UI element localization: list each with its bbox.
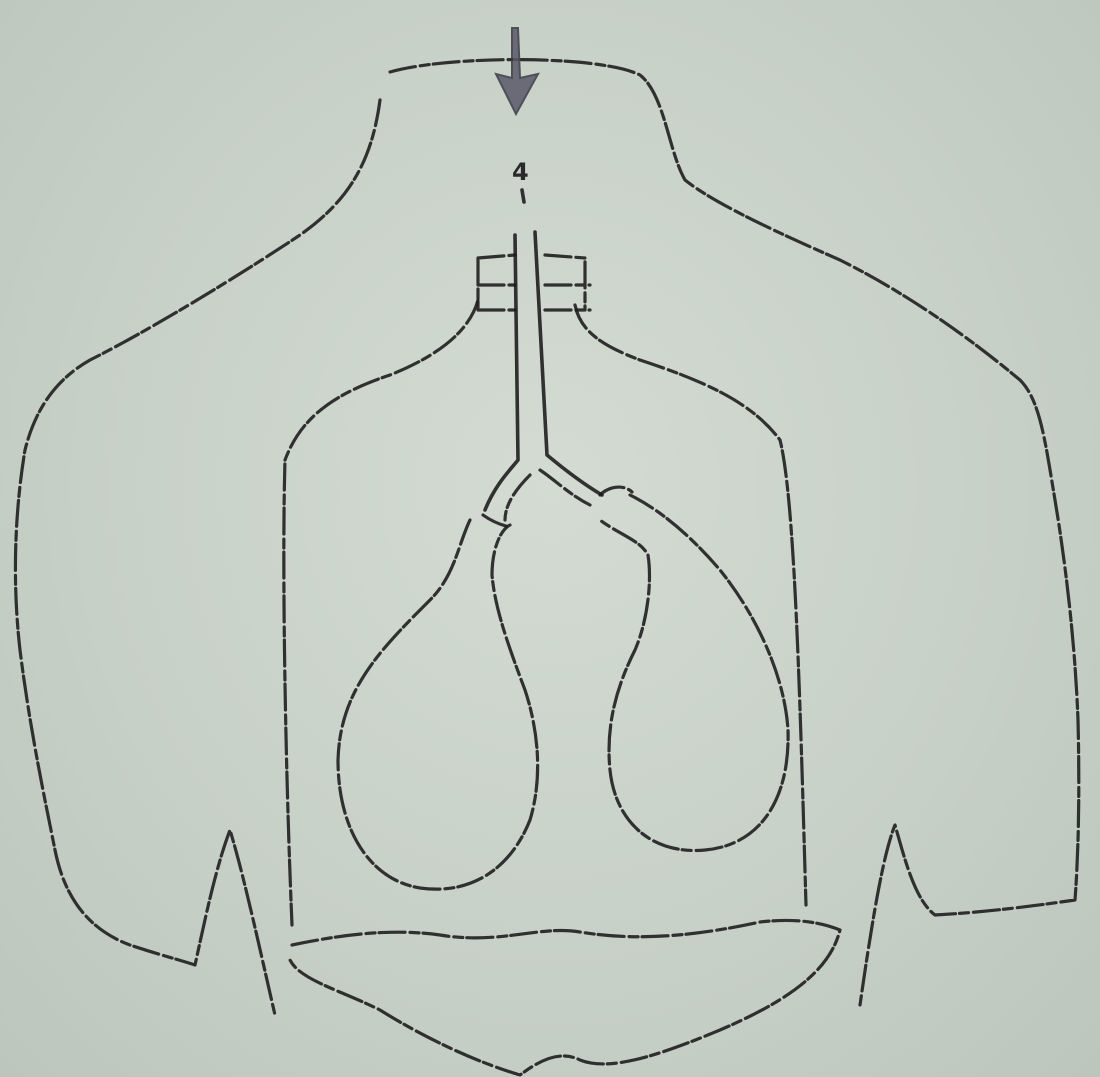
label-tick <box>522 190 524 202</box>
down-arrow-icon <box>496 28 538 114</box>
rubber-diaphragm <box>290 920 840 1075</box>
torso-outline <box>390 60 1079 1005</box>
bell-jar <box>284 300 478 925</box>
right-balloon <box>600 495 788 850</box>
stopper <box>478 255 590 310</box>
left-balloon <box>338 520 538 889</box>
torso-outline-left <box>15 100 380 1015</box>
diagram-number-label: 4 <box>512 158 529 186</box>
bronchus-right <box>540 470 632 505</box>
bell-jar-right <box>575 305 806 905</box>
